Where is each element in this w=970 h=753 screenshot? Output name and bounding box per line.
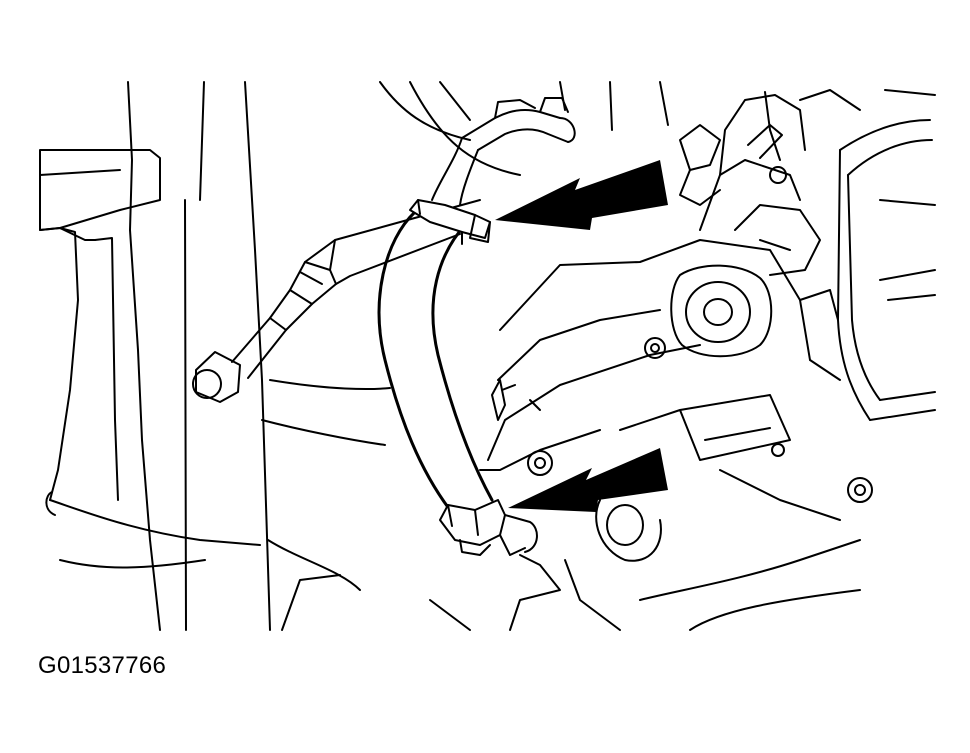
upper-hose-clamp-arrow (495, 160, 668, 230)
upper-coolant-pipe (431, 97, 576, 206)
callout-arrows (495, 160, 668, 512)
engine-housing (479, 239, 873, 631)
lower-hose-clamp (439, 499, 538, 556)
coolant-hose (377, 210, 494, 512)
right-side-components (679, 89, 936, 421)
left-body-panel (39, 81, 271, 631)
upper-hose-clamp (409, 199, 491, 245)
lower-hose-clamp-arrow (508, 448, 668, 512)
background-contours (261, 81, 669, 631)
figure-id-label: G01537766 (38, 652, 167, 679)
brake-line-fitting (192, 199, 481, 403)
